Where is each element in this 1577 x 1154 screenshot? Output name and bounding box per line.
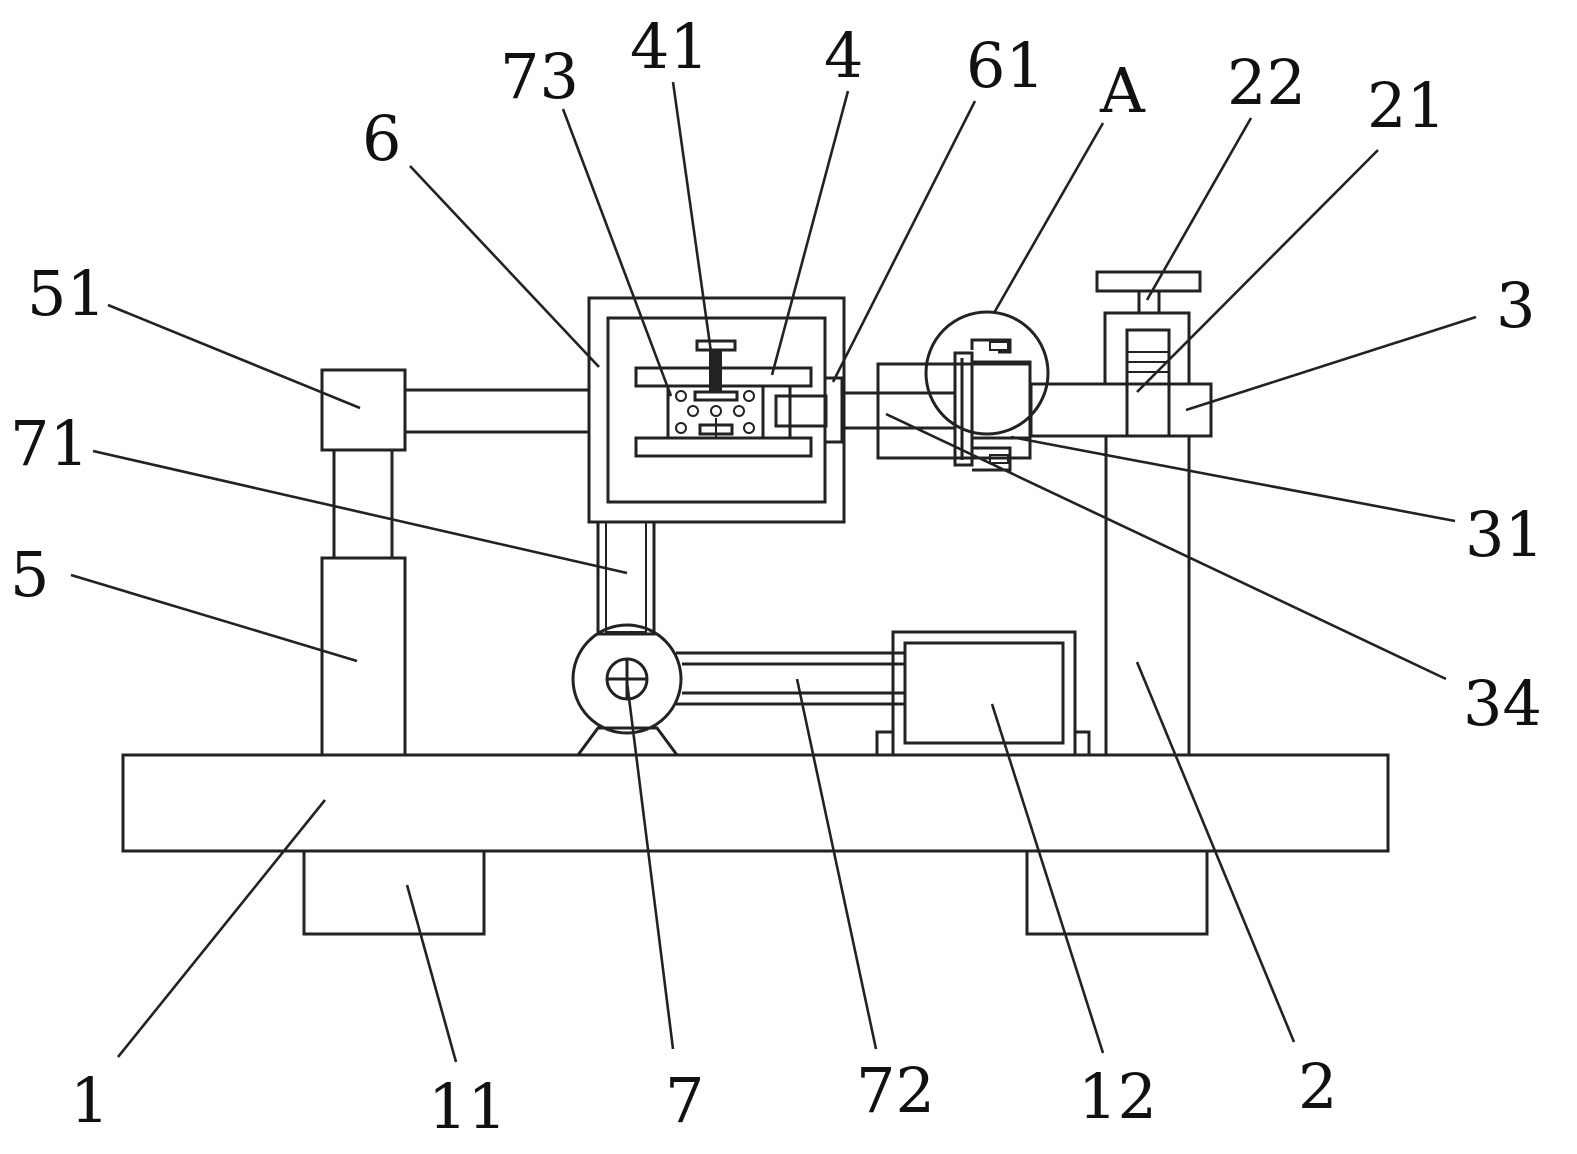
left-column-assembly (322, 370, 589, 755)
right-column-assembly (878, 272, 1211, 755)
leader-73 (563, 109, 671, 396)
housing-inner (608, 318, 825, 502)
housing-assembly (589, 298, 955, 522)
shaft-end-block (776, 396, 826, 426)
label-73: 73 (500, 40, 579, 113)
leader-5 (71, 575, 357, 661)
leader-72 (797, 679, 876, 1049)
part-labels: 1 11 7 72 12 2 5 71 51 6 73 41 4 61 A 22… (10, 10, 1544, 1143)
label-1: 1 (70, 1064, 109, 1137)
horizontal-beam (1031, 384, 1211, 436)
gear-box-foot-left (877, 732, 893, 755)
label-4: 4 (824, 19, 863, 92)
label-22: 22 (1227, 46, 1306, 119)
leader-1 (118, 800, 325, 1057)
gear-box-inner (905, 643, 1063, 743)
label-2: 2 (1298, 1050, 1337, 1123)
top-hook-pad (990, 342, 1008, 350)
right-column (1106, 436, 1189, 755)
leader-61 (833, 101, 975, 382)
drive-assembly (573, 522, 1089, 755)
screw-nut-outer (1105, 313, 1189, 384)
bolt-head (697, 341, 735, 350)
housing-outer (589, 298, 844, 522)
horizontal-arm (405, 390, 589, 432)
leader-6 (410, 166, 599, 367)
screw-body (1127, 384, 1169, 436)
leader-lines (71, 82, 1476, 1062)
left-column-lower (322, 558, 405, 755)
label-3: 3 (1496, 269, 1535, 342)
screw-nut-inner (1127, 330, 1169, 384)
leader-3 (1186, 317, 1476, 410)
leader-51 (108, 305, 360, 408)
label-41: 41 (630, 10, 709, 83)
label-21: 21 (1367, 69, 1446, 142)
disc-body (972, 362, 1030, 438)
label-5: 5 (10, 538, 49, 611)
label-6: 6 (362, 102, 401, 175)
leader-11 (407, 885, 456, 1062)
gear-box-outer (893, 632, 1075, 755)
bolt-shaft (709, 350, 722, 392)
label-31: 31 (1465, 498, 1544, 571)
shaft-collar (825, 378, 842, 442)
label-71: 71 (10, 407, 89, 480)
gear-box-foot-right (1075, 732, 1089, 755)
leader-A (994, 123, 1103, 313)
leader-41 (673, 82, 711, 352)
clamp-jaw-bottom (636, 438, 811, 456)
leader-71 (93, 451, 627, 573)
leader-7 (627, 682, 673, 1049)
label-34: 34 (1463, 667, 1542, 740)
left-column-upper (334, 450, 392, 558)
base-plate (123, 755, 1388, 851)
label-12: 12 (1078, 1060, 1157, 1133)
label-11: 11 (428, 1070, 507, 1143)
left-foot (304, 851, 484, 934)
right-foot (1027, 851, 1207, 934)
leader-31 (1011, 437, 1455, 521)
screw-handle (1097, 272, 1200, 291)
base-assembly (123, 755, 1388, 934)
pillar-inner (606, 522, 646, 632)
label-51: 51 (27, 257, 106, 330)
bolt-plate (695, 392, 737, 400)
label-A: A (1099, 54, 1146, 127)
label-7: 7 (665, 1064, 704, 1137)
left-column-head (322, 370, 405, 450)
label-61: 61 (966, 29, 1045, 102)
label-72: 72 (856, 1054, 935, 1127)
leader-4 (772, 91, 848, 375)
leader-34 (886, 414, 1446, 679)
